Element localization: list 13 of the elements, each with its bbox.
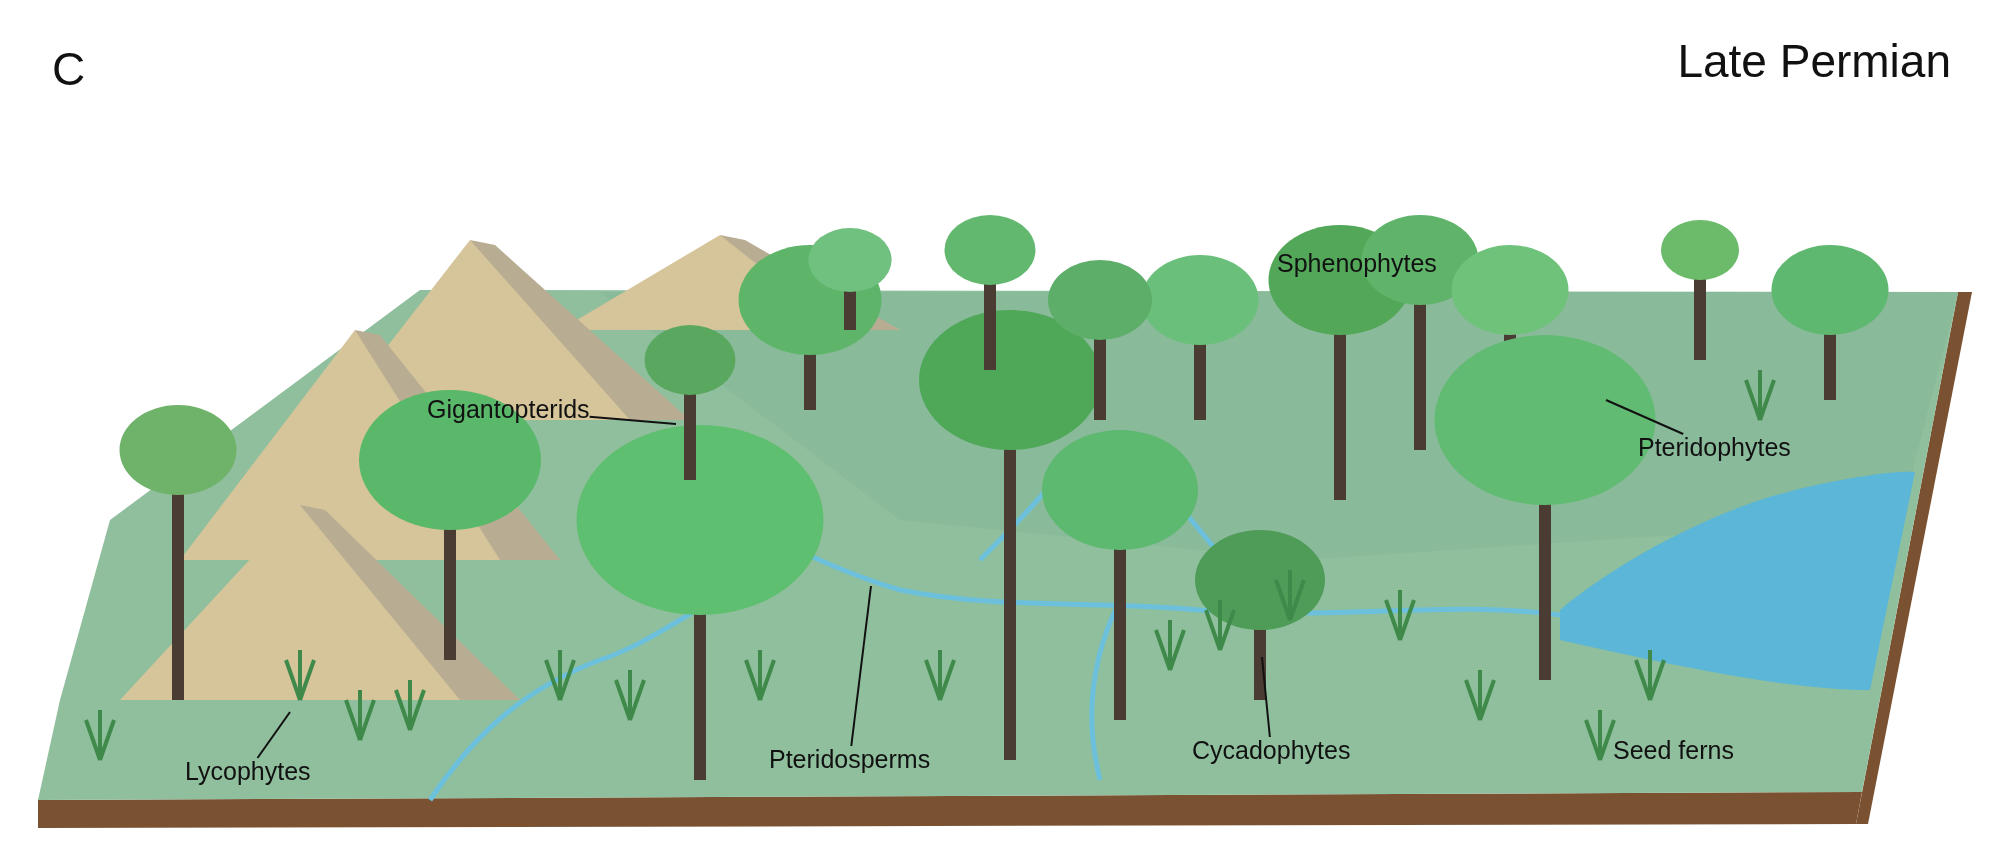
- leader-line: [1605, 399, 1685, 435]
- leader-line: [256, 711, 291, 759]
- plant-group-label: Seed ferns: [1613, 737, 1734, 765]
- leader-line: [850, 585, 872, 747]
- leader-line: [588, 415, 677, 425]
- leader-line: [1261, 656, 1271, 738]
- plant-group-label: Lycophytes: [185, 758, 311, 786]
- plant-group-label: Pteridosperms: [769, 746, 931, 774]
- plant-group-label: Cycadophytes: [1192, 737, 1351, 765]
- plant-group-label: Pteridophytes: [1638, 434, 1791, 462]
- plant-group-label: Sphenophytes: [1277, 250, 1437, 278]
- panel-letter: C: [52, 44, 86, 95]
- panel-title: Late Permian: [1677, 36, 1951, 87]
